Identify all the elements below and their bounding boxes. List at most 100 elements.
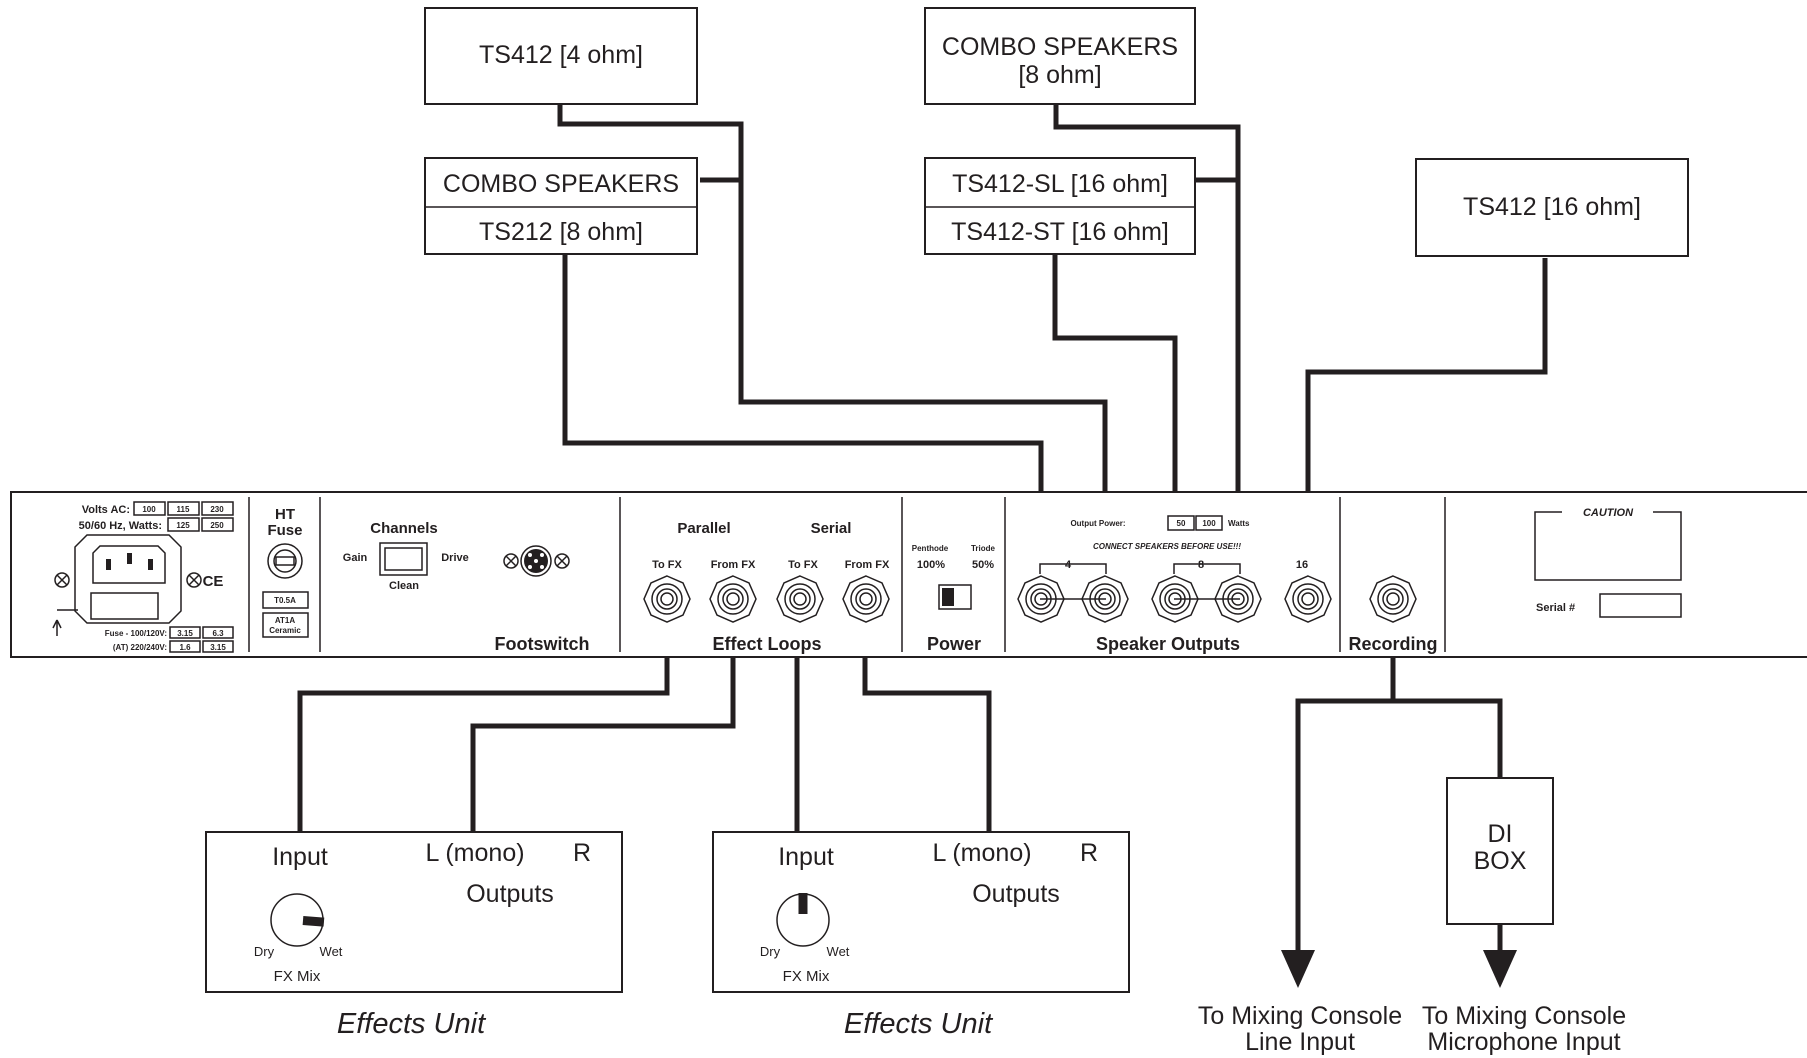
output-power-label: Output Power: [1070, 519, 1125, 528]
fx-mix-knob-icon[interactable] [776, 893, 830, 947]
ce-mark: CE [203, 573, 224, 590]
effects-unit-1: Input L (mono) R Outputs Dry Wet FX Mix … [205, 831, 623, 1040]
ohm-4-label: 4 [1065, 559, 1072, 571]
destinations: To Mixing Console Line Input To Mixing C… [1198, 1002, 1626, 1056]
speaker-16ohm-jack[interactable] [1284, 575, 1332, 623]
parallel-to-fx-jack[interactable] [643, 575, 691, 623]
label-combo-top-1: COMBO SPEAKERS [942, 33, 1178, 61]
di-box-line1: DI [1488, 820, 1513, 848]
label-combo-left: COMBO SPEAKERS [443, 170, 679, 198]
footswitch-label: Footswitch [495, 634, 590, 654]
line-input-text-2: Line Input [1245, 1028, 1355, 1056]
box-combo-top [924, 7, 1196, 105]
watts-value: 250 [210, 521, 224, 530]
footswitch-connector-icon[interactable] [503, 545, 570, 577]
ohm-brackets [1039, 563, 1241, 574]
effects-unit-caption: Effects Unit [844, 1008, 994, 1040]
effects-unit-caption: Effects Unit [337, 1008, 487, 1040]
box-ts412-sl-st [924, 157, 1196, 255]
caution-label: CAUTION [1583, 507, 1634, 519]
recording-jack[interactable] [1369, 575, 1417, 623]
caution-box [1534, 511, 1682, 581]
effects-unit-box [712, 831, 1130, 993]
wire-ts412-4ohm [557, 92, 1108, 590]
fuse-holder-icon [267, 543, 303, 579]
ht-label: HT [275, 506, 295, 523]
fuse-rating-box [262, 591, 309, 609]
wet-label: Wet [827, 944, 850, 959]
wire-ts412-st [1052, 255, 1178, 590]
parallel-label: Parallel [677, 520, 730, 537]
serial-to-fx-label: To FX [788, 559, 818, 571]
ht-fuse-label: Fuse [267, 522, 302, 539]
effects-unit-2: Input L (mono) R Outputs Dry Wet FX Mix … [712, 831, 1130, 1040]
dry-label: Dry [254, 944, 275, 959]
fx-mix-label: FX Mix [783, 968, 830, 985]
label-ts412-16ohm: TS412 [16 ohm] [1463, 193, 1641, 221]
fuse-value: 3.15 [177, 629, 193, 638]
effect-loops-label: Effect Loops [712, 634, 821, 654]
fuse-value: 3.15 [210, 643, 226, 652]
arrow-icon [52, 619, 62, 636]
fx-mix-knob-icon[interactable] [270, 893, 325, 947]
r-label: R [1080, 839, 1098, 867]
power-mode-switch[interactable] [938, 584, 972, 610]
serial-to-fx-jack[interactable] [776, 575, 824, 623]
speaker-8ohm-jack-2[interactable] [1214, 575, 1262, 623]
volts-ac-label: Volts AC: [82, 504, 130, 516]
fuse-label-2: (AT) 220/240V: [113, 643, 167, 652]
l-mono-label: L (mono) [425, 839, 524, 867]
arrow-mic-input-icon [1483, 950, 1517, 988]
output-power-selector[interactable]: 50 100 [1167, 515, 1223, 531]
box-ts412-4ohm [424, 7, 698, 105]
input-label: Input [778, 843, 834, 871]
effects-unit-box [205, 831, 623, 993]
wet-label: Wet [320, 944, 343, 959]
parallel-from-fx-jack[interactable] [709, 575, 757, 623]
pentode-value: 100% [917, 559, 945, 571]
serial-from-fx-jack[interactable] [842, 575, 890, 623]
ohm-16-label: 16 [1296, 559, 1308, 571]
di-box-rect [1446, 777, 1554, 925]
serial-label: Serial [811, 520, 852, 537]
panel-dividers [248, 497, 1446, 652]
connect-warning: CONNECT SPEAKERS BEFORE USE!!! [1093, 542, 1241, 551]
fuse-rating: T0.5A [274, 596, 296, 605]
speaker-outputs-label: Speaker Outputs [1096, 634, 1240, 654]
speaker-4ohm-jack-2[interactable] [1081, 575, 1129, 623]
pentode-label: Penthode [912, 544, 949, 553]
input-label: Input [272, 843, 328, 871]
wire-combo-top [1053, 104, 1241, 590]
speaker-8ohm-jack-1[interactable] [1151, 575, 1199, 623]
outputs-label: Outputs [466, 880, 554, 908]
fuse-value: 6.3 [212, 629, 224, 638]
fuse-values-2: 1.6 3.15 [169, 640, 234, 653]
channel-switch[interactable] [379, 542, 428, 576]
serial-from-fx-label: From FX [845, 559, 890, 571]
triode-label: Triode [971, 544, 996, 553]
label-combo-top-2: [8 ohm] [1018, 61, 1101, 89]
dry-label: Dry [760, 944, 781, 959]
box-combo-ts212 [424, 157, 698, 255]
box-ts412-16ohm [1415, 158, 1689, 257]
fuse-type-box [262, 612, 309, 638]
wire-parallel-from-fx [470, 598, 736, 832]
gain-label: Gain [343, 552, 368, 564]
output-power-value: 100 [1202, 519, 1216, 528]
label-ts412-st: TS412-ST [16 ohm] [951, 218, 1169, 246]
watts-unit: Watts [1228, 519, 1250, 528]
label-ts412-4ohm: TS412 [4 ohm] [479, 41, 643, 69]
recording-label: Recording [1348, 634, 1437, 654]
fuse-label-1: Fuse - 100/120V: [105, 629, 167, 638]
fuse-values-1: 3.15 6.3 [169, 626, 234, 639]
wire-ts412-16ohm [1305, 258, 1548, 590]
r-label: R [573, 839, 591, 867]
speaker-4ohm-jack-1[interactable] [1017, 575, 1065, 623]
outputs-label: Outputs [972, 880, 1060, 908]
clean-label: Clean [389, 580, 419, 592]
fuse-type-2: Ceramic [269, 626, 301, 635]
volts-value: 230 [210, 505, 224, 514]
fx-mix-label: FX Mix [274, 968, 321, 985]
ohm-8-label: 8 [1198, 559, 1204, 571]
